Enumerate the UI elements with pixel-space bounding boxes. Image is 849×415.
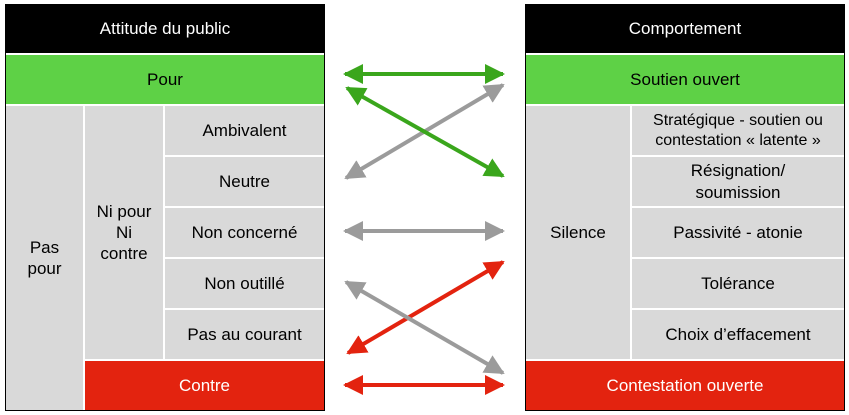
left-row-non-concerne: Non concerné [164,207,325,258]
non-outille-to-contestation-arrow [344,280,505,375]
ni-pour-ni-contre-cell: Ni pour Ni contre [84,105,164,360]
right-row-passivite: Passivité - atonie [631,207,845,258]
right-row-strategique: Stratégique - soutien ou contestation « … [631,105,845,156]
pas-pour-cell: Pas pour [5,105,84,411]
right-row-resignation: Résignation/ soumission [631,156,845,207]
contre-cell: Contre [84,360,325,411]
left-header: Attitude du public [5,4,325,54]
left-row-neutre: Neutre [164,156,325,207]
left-row-non-outille: Non outillé [164,258,325,309]
right-row-tolerance: Tolérance [631,258,845,309]
soutien-ouvert-cell: Soutien ouvert [525,54,845,105]
left-row-ambivalent: Ambivalent [164,105,325,156]
pas-au-courant-to-tolerance-arrow [346,260,505,355]
pour-cell: Pour [5,54,325,105]
right-header: Comportement [525,4,845,54]
right-row-effacement: Choix d’effacement [631,309,845,360]
pour-to-strategique-arrow [345,86,505,178]
left-row-pas-au-courant: Pas au courant [164,309,325,360]
